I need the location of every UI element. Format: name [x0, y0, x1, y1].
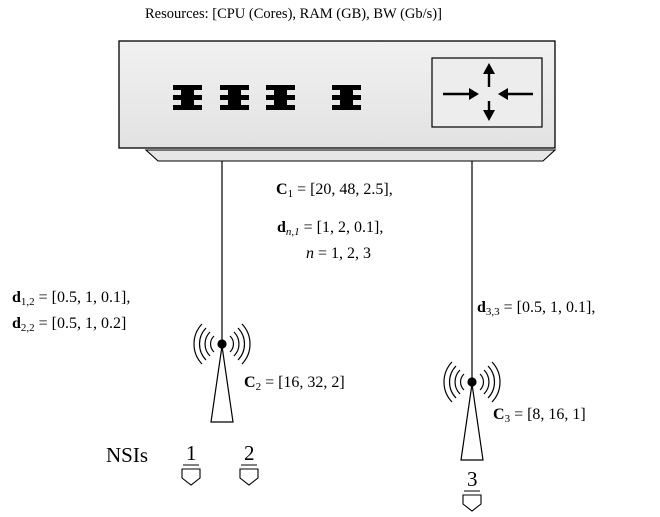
d12-equation: d1,2 = [0.5, 1, 0.1], [12, 289, 131, 308]
resource-stack-icon-2 [220, 85, 249, 110]
d12-symbol: d [12, 289, 21, 306]
c1-equation: C1 = [20, 48, 2.5], [276, 181, 393, 200]
dn1-equation: dn,1 = [1, 2, 0.1], [277, 219, 384, 238]
resource-stack-icon-1 [173, 85, 202, 110]
d12-subscript: 1,2 [20, 296, 35, 308]
nsi-marker-1 [181, 468, 201, 486]
resources-header: Resources: [CPU (Cores), RAM (GB), BW (G… [145, 6, 442, 22]
nsi-markers [181, 468, 482, 512]
c2-symbol: C [244, 374, 256, 391]
dn1-symbol: d [277, 219, 286, 236]
nsi-marker-2 [239, 468, 259, 486]
nsis-label: NSIs [106, 443, 149, 467]
d22-value: = [0.5, 1, 0.2] [34, 315, 127, 332]
c3-subscript: 3 [504, 413, 511, 425]
c1-symbol: C [276, 181, 288, 198]
n-equation: n = 1, 2, 3 [306, 245, 371, 263]
antenna-icon-right [443, 361, 501, 461]
d33-subscript: 3,3 [485, 306, 500, 318]
d33-equation: d3,3 = [0.5, 1, 0.1], [477, 299, 596, 318]
resource-stack-icons [173, 85, 361, 110]
c1-value: = [20, 48, 2.5], [293, 181, 393, 198]
d33-value: = [0.5, 1, 0.1], [499, 299, 596, 316]
nsi-number-2: 2 [244, 441, 255, 465]
d33-symbol: d [477, 299, 486, 316]
server-base [144, 149, 557, 162]
n-value: = 1, 2, 3 [314, 245, 372, 262]
d22-equation: d2,2 = [0.5, 1, 0.2] [12, 315, 127, 334]
dn1-subscript: n,1 [285, 226, 300, 238]
d22-subscript: 2,2 [20, 322, 35, 334]
c3-value: = [8, 16, 1] [510, 406, 586, 423]
antenna-icon-left [193, 323, 251, 423]
resource-stack-icon-4 [332, 85, 361, 110]
nsi-marker-3 [462, 494, 482, 512]
c1-subscript: 1 [287, 188, 294, 200]
d22-symbol: d [12, 315, 21, 332]
n-symbol: n [306, 245, 314, 262]
switch-arrows-icon [443, 63, 533, 121]
c2-subscript: 2 [255, 381, 262, 393]
nsi-number-1: 1 [186, 441, 197, 465]
c3-equation: C3 = [8, 16, 1] [493, 406, 586, 425]
nsi-number-underlines [183, 464, 480, 492]
nsi-number-3: 3 [467, 467, 478, 491]
resource-stack-icon-3 [266, 85, 295, 110]
c2-value: = [16, 32, 2] [261, 374, 345, 391]
c2-equation: C2 = [16, 32, 2] [244, 374, 345, 393]
c3-symbol: C [493, 406, 505, 423]
d12-value: = [0.5, 1, 0.1], [34, 289, 131, 306]
dn1-value: = [1, 2, 0.1], [299, 219, 384, 236]
